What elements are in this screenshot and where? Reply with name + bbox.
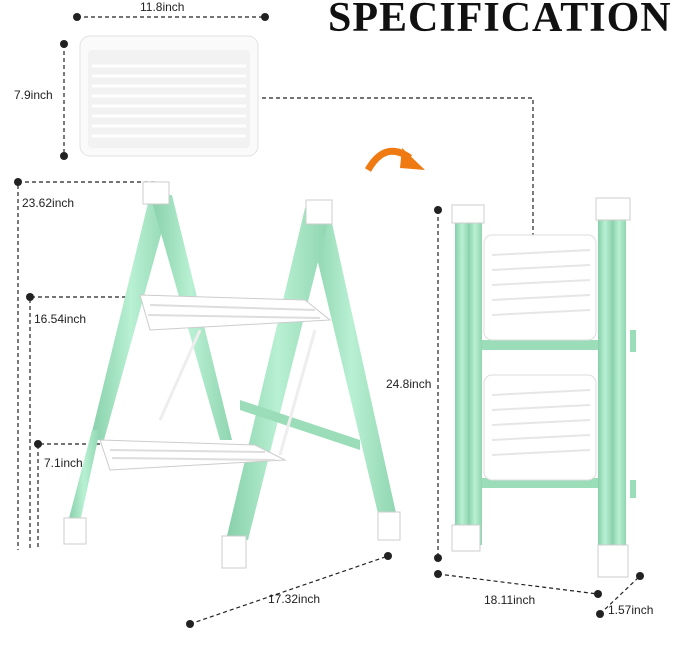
page-title: SPECIFICATION [328,0,672,41]
open-ladder [63,181,401,569]
top-step-height-label: 16.54inch [34,312,87,326]
curved-arrow-icon [364,147,425,172]
base-depth-label: 17.32inch [268,592,321,606]
folded-width-label: 18.11inch [484,593,536,607]
bottom-step-height-label: 7.1inch [44,456,83,470]
folded-thickness-label: 1.57inch [608,603,654,617]
folded-height-label: 24.8inch [386,377,432,391]
step-depth-label: 7.9inch [14,88,53,102]
dimension-dots [14,13,644,628]
step-width-label: 11.8inch [140,0,185,14]
total-height-label: 23.62inch [22,196,75,210]
step-pad [79,35,259,157]
folded-ladder [451,197,636,578]
